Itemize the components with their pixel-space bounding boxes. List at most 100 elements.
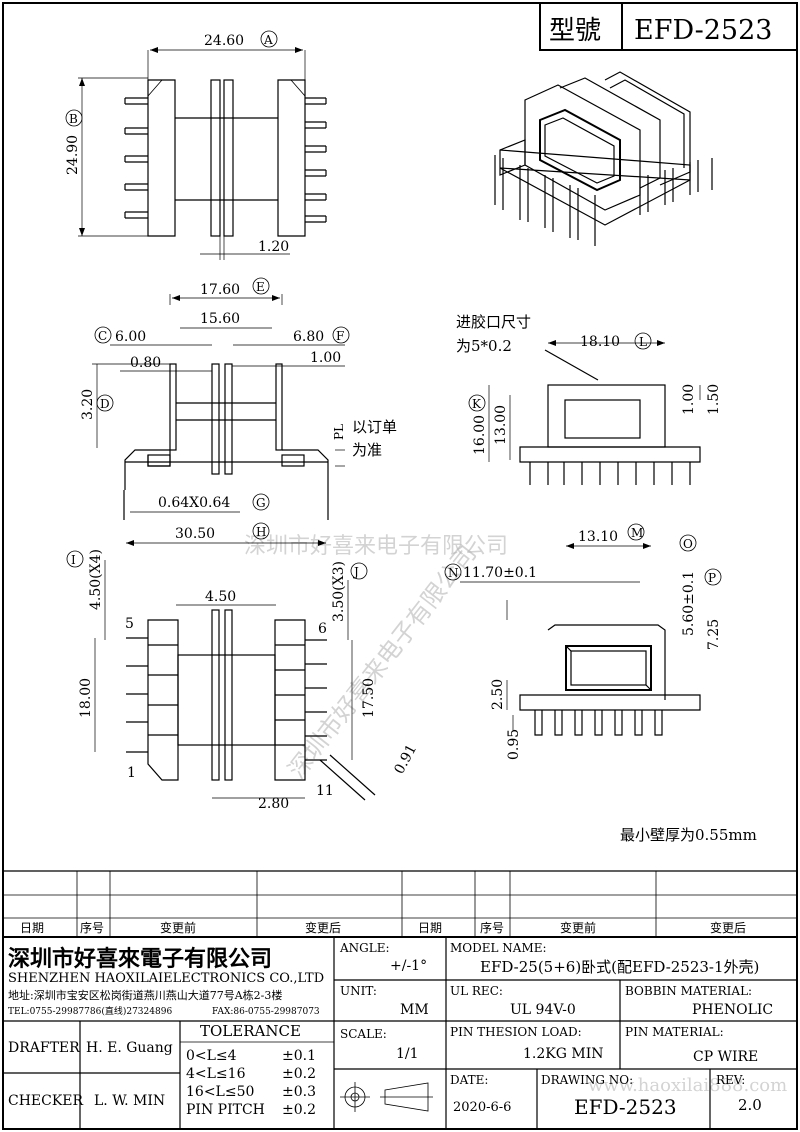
- unit-label: UNIT:: [340, 984, 377, 998]
- dim-k-tag: K: [472, 397, 482, 411]
- dim-i-tag: I: [71, 553, 76, 567]
- dim-d-tag: D: [100, 397, 110, 411]
- scale-value: 1/1: [396, 1046, 419, 1062]
- dim-m-tag: M: [631, 526, 643, 540]
- model-value: EFD-2523: [634, 15, 772, 46]
- side-view: 进胶口尺寸 为5*0.2 18.10 L 16.00 K 13.00 1.00 …: [456, 313, 722, 485]
- dim-l-tag: L: [639, 335, 647, 349]
- rev-header-no2: 序号: [480, 920, 504, 935]
- dim-k2-value: 13.00: [493, 405, 509, 445]
- dim-gap2-value: 1.00: [310, 350, 341, 366]
- rev-header-date1: 日期: [20, 921, 44, 935]
- drafter-label: DRAFTER: [8, 1040, 80, 1056]
- drawing-no-value: EFD-2523: [574, 1095, 677, 1119]
- dim-b-value: 24.90: [65, 135, 81, 175]
- pin-1-label: 1: [127, 765, 136, 781]
- dim-angle-value: 0.91: [391, 742, 420, 777]
- dim-e-tag: E: [256, 280, 265, 294]
- info-block: 深圳市好喜來電子有限公司 SHENZHEN HAOXILAIELECTRONIC…: [3, 937, 797, 1129]
- dim-e-value: 17.60: [200, 282, 240, 298]
- date-label: DATE:: [450, 1073, 488, 1087]
- dim-k-value: 16.00: [472, 415, 488, 455]
- top-view: 24.60 A 24.90 B: [65, 30, 327, 260]
- rev-value: 2.0: [738, 1096, 762, 1114]
- date-value: 2020-6-6: [453, 1100, 511, 1115]
- dim-n-tag: N: [448, 566, 459, 580]
- dim-j-value: 3.50(X3): [331, 561, 347, 622]
- note-order-2: 为准: [352, 441, 382, 459]
- dim-gap1-value: 0.80: [130, 355, 161, 371]
- inlet-note-1: 进胶口尺寸: [456, 313, 531, 331]
- dim-bw-value: 4.50: [205, 589, 236, 605]
- checker-label: CHECKER: [8, 1093, 84, 1109]
- dim-d-value: 3.20: [80, 389, 96, 420]
- tol-val-4: ±0.2: [282, 1102, 316, 1118]
- dim-p-tag: P: [708, 571, 716, 585]
- unit-value: MM: [400, 1002, 429, 1018]
- pin-5-label: 5: [125, 616, 134, 632]
- angle-value: +/-1°: [390, 958, 427, 974]
- dim-c-value: 6.00: [115, 329, 146, 345]
- dim-r1-value: 1.00: [681, 384, 697, 415]
- tol-val-2: ±0.2: [282, 1066, 316, 1082]
- rev-header-after2: 变更后: [710, 920, 746, 935]
- tol-range-2: 4<L≤16: [186, 1066, 246, 1082]
- rev-header-before1: 变更前: [160, 920, 196, 935]
- watermark-text: 深圳市好喜来电子有限公司: [244, 534, 508, 559]
- ul-value: UL 94V-0: [510, 1002, 576, 1018]
- scale-label: SCALE:: [340, 1027, 387, 1041]
- projection-symbol-icon: [340, 1082, 433, 1112]
- dim-h-value: 30.50: [175, 526, 215, 542]
- dim-o-tag: O: [683, 537, 693, 551]
- dim-o-value: 5.60±0.1: [681, 571, 697, 636]
- section-view: 13.10 M N 11.70±0.1 O 5.60±0.1 P 7.25 2.…: [444, 523, 757, 844]
- dim-m-value: 13.10: [578, 529, 618, 545]
- isometric-view: [494, 71, 713, 246]
- rev-header-before2: 变更前: [560, 920, 596, 935]
- checker-value: L. W. MIN: [94, 1093, 165, 1109]
- company-tel: TEL:0755-29987786(直线)27324896: [8, 1005, 172, 1017]
- dim-b175-value: 17.50: [361, 678, 377, 718]
- dim-f-tag: F: [336, 329, 344, 343]
- model-name-label: MODEL NAME:: [450, 941, 547, 955]
- revision-table: 日期 序号 变更前 变更后 日期 序号 变更前 变更后: [3, 870, 797, 938]
- dim-g-tag: G: [256, 496, 266, 510]
- dim-b-tag: B: [69, 112, 78, 126]
- dim-r2-value: 1.50: [706, 384, 722, 415]
- pin-11-label: 11: [316, 783, 334, 799]
- dim-l-value: 18.10: [580, 334, 620, 350]
- company-english: SHENZHEN HAOXILAIELECTRONICS CO.,LTD: [8, 971, 324, 986]
- dim-s095-value: 0.95: [506, 729, 522, 760]
- dim-a-tag: A: [263, 33, 273, 47]
- model-title-block: 型號 EFD-2523: [539, 3, 797, 51]
- drafter-value: H. E. Guang: [86, 1040, 173, 1056]
- front-view: 17.60 E 15.60 C 6.00 6.80 F 0.80 1.00 3.…: [80, 277, 397, 546]
- angle-label: ANGLE:: [339, 941, 390, 955]
- pin-6-label: 6: [318, 621, 327, 637]
- tol-val-1: ±0.1: [282, 1048, 316, 1064]
- company-name: 深圳市好喜來電子有限公司: [8, 946, 272, 972]
- pin-material-label: PIN MATERIAL:: [625, 1025, 724, 1039]
- company-address: 地址:深圳市宝安区松岗街道燕川燕山大道77号A栋2-3楼: [8, 988, 282, 1002]
- rev-header-no1: 序号: [80, 920, 104, 935]
- dim-b28-value: 2.80: [258, 796, 289, 812]
- rev-header-after1: 变更后: [305, 920, 341, 935]
- dim-f-value: 6.80: [293, 329, 324, 345]
- dim-c-tag: C: [98, 329, 107, 343]
- dim-a-value: 24.60: [204, 33, 244, 49]
- bobbin-value: PHENOLIC: [692, 1002, 773, 1018]
- dim-s25-value: 2.50: [490, 679, 506, 710]
- rev-header-date2: 日期: [418, 921, 442, 935]
- inlet-note-2: 为5*0.2: [456, 337, 512, 355]
- pin-load-value: 1.2KG MIN: [523, 1046, 603, 1062]
- dim-n-value: 11.70±0.1: [463, 565, 537, 581]
- pin-material-value: CP WIRE: [693, 1049, 758, 1065]
- bottom-view: I 4.50(X4) J 3.50(X3) 4.50 5 6 1 11: [66, 549, 420, 812]
- tol-range-4: PIN PITCH: [186, 1102, 265, 1118]
- company-fax: FAX:86-0755-29987073: [212, 1007, 320, 1017]
- dim-i-value: 4.50(X4): [88, 549, 104, 610]
- dim-b18-value: 18.00: [78, 678, 94, 718]
- dim-pin-value: 1.20: [258, 239, 289, 255]
